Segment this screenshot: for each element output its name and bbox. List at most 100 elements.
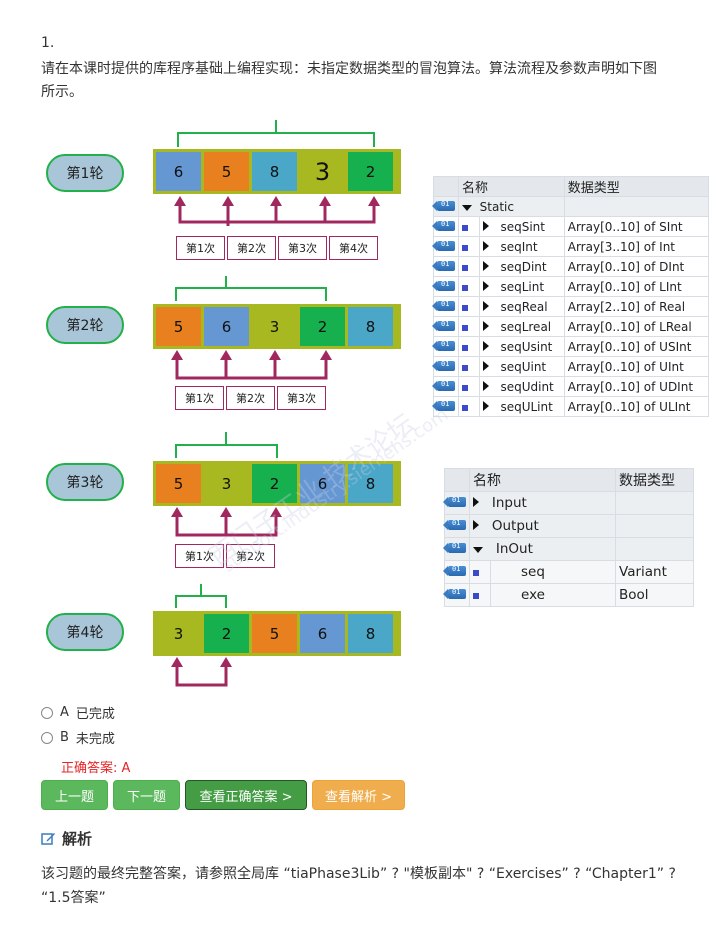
table-row[interactable]: seqReal Array[2..10] of Real (432, 296, 710, 317)
expand-triangle-icon[interactable] (483, 240, 489, 251)
variable-name: seqReal (500, 299, 548, 314)
step-label: 第2次 (227, 236, 276, 260)
array-cell: 8 (348, 307, 393, 346)
variable-name: seqSint (500, 219, 545, 234)
variable-icon (462, 284, 468, 291)
table-row[interactable]: InOut (443, 537, 694, 561)
expand-triangle-icon[interactable] (483, 380, 489, 391)
interface-pin-icon (443, 496, 466, 507)
variable-name: seqUint (500, 359, 547, 374)
show-answer-button[interactable]: 查看正确答案 > (185, 780, 307, 810)
expand-triangle-icon[interactable] (483, 320, 489, 331)
table-row[interactable]: seqUsint Array[0..10] of USInt (432, 336, 710, 357)
analysis-text: 该习题的最终完整答案，请参照全局库 “tiaPhase3Lib” ? "模板副本… (41, 866, 676, 906)
interface-pin-icon (432, 200, 455, 211)
array-cell: 5 (252, 614, 297, 653)
option-b[interactable]: B 未完成 (41, 728, 115, 747)
collapse-triangle-icon[interactable] (473, 547, 483, 553)
variable-type: Array[0..10] of USInt (563, 336, 710, 357)
array-cell: 5 (156, 307, 201, 346)
round-label: 第2轮 (46, 306, 124, 344)
swap-arrows (175, 665, 228, 687)
option-label: 已完成 (75, 707, 115, 722)
brace (175, 276, 327, 301)
array-cell: 2 (204, 614, 249, 653)
arrow-heads (171, 507, 282, 517)
variable-type: Array[0..10] of DInt (563, 256, 710, 277)
edit-icon (41, 833, 55, 845)
variable-icon (462, 344, 468, 351)
variable-type: Array[2..10] of Real (563, 296, 710, 317)
parameter-type: Variant (615, 560, 694, 584)
step-label: 第4次 (329, 236, 378, 260)
icon-col-header (433, 176, 459, 197)
array-cell: 6 (156, 152, 201, 191)
table-row[interactable]: Input (443, 491, 694, 515)
section-name: Input (491, 495, 527, 511)
interface-pin-icon (443, 565, 466, 576)
round-label: 第4轮 (46, 613, 124, 651)
question-text: 请在本课时提供的库程序基础上编程实现：未指定数据类型的冒泡算法。算法流程及参数声… (41, 61, 657, 100)
expand-triangle-icon[interactable] (483, 260, 489, 271)
analysis-heading: 解析 (41, 828, 92, 849)
interface-pin-icon (432, 240, 455, 251)
expand-triangle-icon[interactable] (483, 300, 489, 311)
array-cell: 6 (204, 307, 249, 346)
expand-triangle-icon[interactable] (483, 220, 489, 231)
swap-arrows (175, 358, 328, 380)
array-cell: 8 (348, 614, 393, 653)
variable-icon (462, 264, 468, 271)
array-cell: 5 (204, 152, 249, 191)
expand-triangle-icon[interactable] (483, 400, 489, 411)
variable-icon (462, 404, 468, 411)
section-name: Output (491, 518, 539, 534)
variable-name: seqUsint (500, 339, 553, 354)
radio-button[interactable] (41, 706, 53, 719)
table-row[interactable]: Output (443, 514, 694, 538)
expand-triangle-icon[interactable] (473, 520, 479, 530)
expand-triangle-icon[interactable] (483, 280, 489, 291)
step-labels: 第1次第2次第3次第4次 (176, 236, 378, 260)
round-label: 第1轮 (46, 154, 124, 192)
next-question-button[interactable]: 下一题 (113, 780, 180, 810)
interface-pin-icon (432, 320, 455, 331)
array-cell: 2 (300, 307, 345, 346)
option-a[interactable]: A 已完成 (41, 703, 115, 722)
parameter-type (615, 491, 694, 515)
table-row[interactable]: Static (432, 196, 710, 217)
interface-pin-icon (432, 260, 455, 271)
show-analysis-button[interactable]: 查看解析 > (312, 780, 405, 810)
array-cell: 6 (300, 464, 345, 503)
name-col-header: 名称 (468, 468, 617, 492)
expand-triangle-icon[interactable] (483, 340, 489, 351)
array-cell: 8 (348, 464, 393, 503)
expand-triangle-icon[interactable] (473, 497, 479, 507)
variable-icon (462, 244, 468, 251)
variable-icon (462, 324, 468, 331)
interface-pin-icon (432, 220, 455, 231)
expand-triangle-icon[interactable] (483, 360, 489, 371)
variable-type: Array[3..10] of Int (563, 236, 710, 257)
variable-name: seqUdint (500, 379, 554, 394)
name-col-header: 名称 (458, 176, 565, 197)
swap-arrows (178, 204, 376, 226)
brace (175, 584, 227, 608)
option-label: 未完成 (75, 732, 115, 747)
collapse-triangle-icon[interactable] (462, 204, 472, 211)
table-header: 名称 数据类型 (444, 468, 694, 492)
type-col-header: 数据类型 (615, 468, 694, 492)
variable-name: seqLint (500, 279, 545, 294)
prev-question-button[interactable]: 上一题 (41, 780, 108, 810)
radio-button[interactable] (41, 731, 53, 744)
